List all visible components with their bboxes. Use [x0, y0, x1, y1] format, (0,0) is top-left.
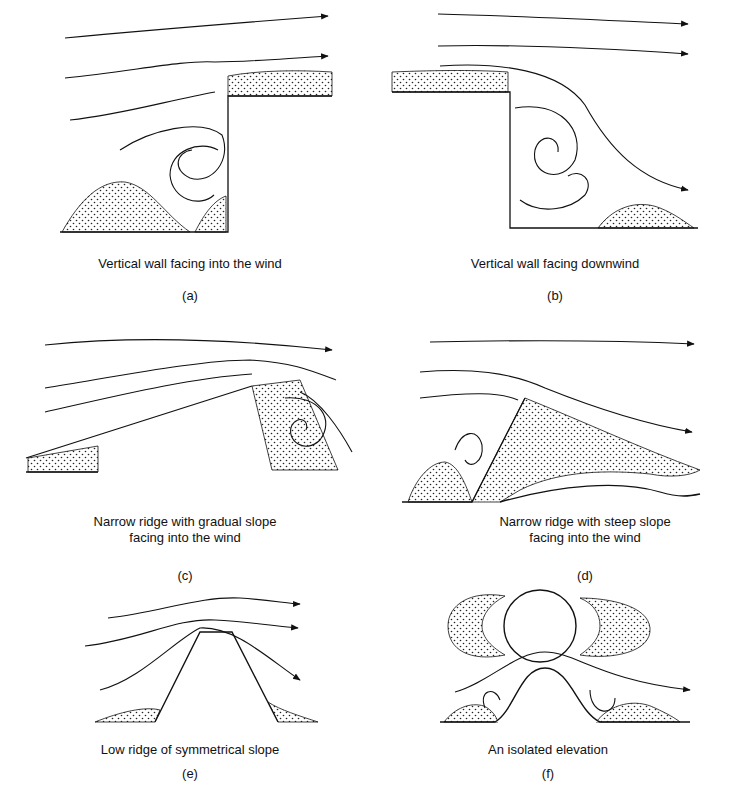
illustration-stroke: [504, 590, 576, 662]
panel-e: [85, 598, 318, 722]
illustration-stroke: [440, 65, 688, 190]
illustration-stroke: [120, 127, 225, 179]
illustration-stroke: [170, 146, 218, 201]
illustration-stroke: [590, 690, 615, 711]
panel-letter: (b): [525, 288, 585, 304]
illustration-stroke: [26, 386, 252, 472]
illustration-stroke: [28, 446, 98, 472]
panel-caption: Narrow ridge with steep slope facing int…: [490, 514, 680, 546]
illustration-stroke: [580, 598, 650, 656]
illustration-stroke: [45, 360, 336, 388]
panel-letter: (d): [555, 568, 615, 584]
illustration-stroke: [444, 705, 498, 722]
panel-letter: (c): [155, 568, 215, 584]
illustration-stroke: [95, 709, 160, 722]
panel-c: [26, 340, 352, 472]
illustration-stroke: [60, 96, 332, 232]
panel-b: [392, 14, 698, 228]
illustration-stroke: [500, 485, 700, 502]
illustration-stroke: [228, 71, 332, 96]
illustration-stroke: [285, 398, 326, 446]
illustration-stroke: [408, 462, 472, 502]
illustration-stroke: [392, 92, 698, 228]
illustration-stroke: [252, 380, 338, 470]
panel-d: [402, 341, 700, 502]
illustration-stroke: [420, 394, 518, 400]
illustration-stroke: [430, 341, 694, 344]
illustration-stroke: [472, 398, 700, 502]
illustration-stroke: [300, 392, 352, 452]
illustration-stroke: [438, 45, 688, 54]
panel-caption: Vertical wall facing downwind: [405, 256, 705, 272]
illustration-stroke: [596, 703, 680, 722]
illustration-stroke: [598, 204, 694, 228]
illustration-stroke: [402, 398, 525, 502]
illustration-stroke: [455, 652, 690, 692]
panel-f: [440, 590, 690, 722]
panel-caption: Vertical wall facing into the wind: [40, 256, 340, 272]
panel-caption: An isolated elevation: [418, 742, 678, 758]
illustration-stroke: [483, 692, 500, 708]
illustration-stroke: [100, 628, 300, 690]
illustration-stroke: [440, 668, 690, 722]
panel-caption: Low ridge of symmetrical slope: [50, 742, 330, 758]
illustration-stroke: [515, 107, 577, 175]
illustration-stroke: [45, 374, 252, 412]
illustration-stroke: [45, 340, 332, 350]
illustration-stroke: [108, 598, 300, 618]
panel-letter: (f): [518, 766, 578, 782]
panel-letter: (a): [160, 288, 220, 304]
illustration-stroke: [392, 71, 508, 93]
illustration-stroke: [455, 434, 482, 465]
illustration-stroke: [448, 595, 505, 657]
panel-letter: (e): [160, 766, 220, 782]
illustration-stroke: [438, 14, 688, 24]
illustration-stroke: [65, 16, 328, 38]
illustration-stroke: [62, 182, 190, 232]
panel-caption: Narrow ridge with gradual slope facing i…: [90, 514, 280, 546]
illustration-stroke: [520, 173, 588, 209]
panel-a: [60, 16, 332, 232]
illustration-stroke: [420, 371, 692, 432]
illustration-stroke: [65, 56, 328, 78]
illustration-stroke: [70, 92, 215, 120]
